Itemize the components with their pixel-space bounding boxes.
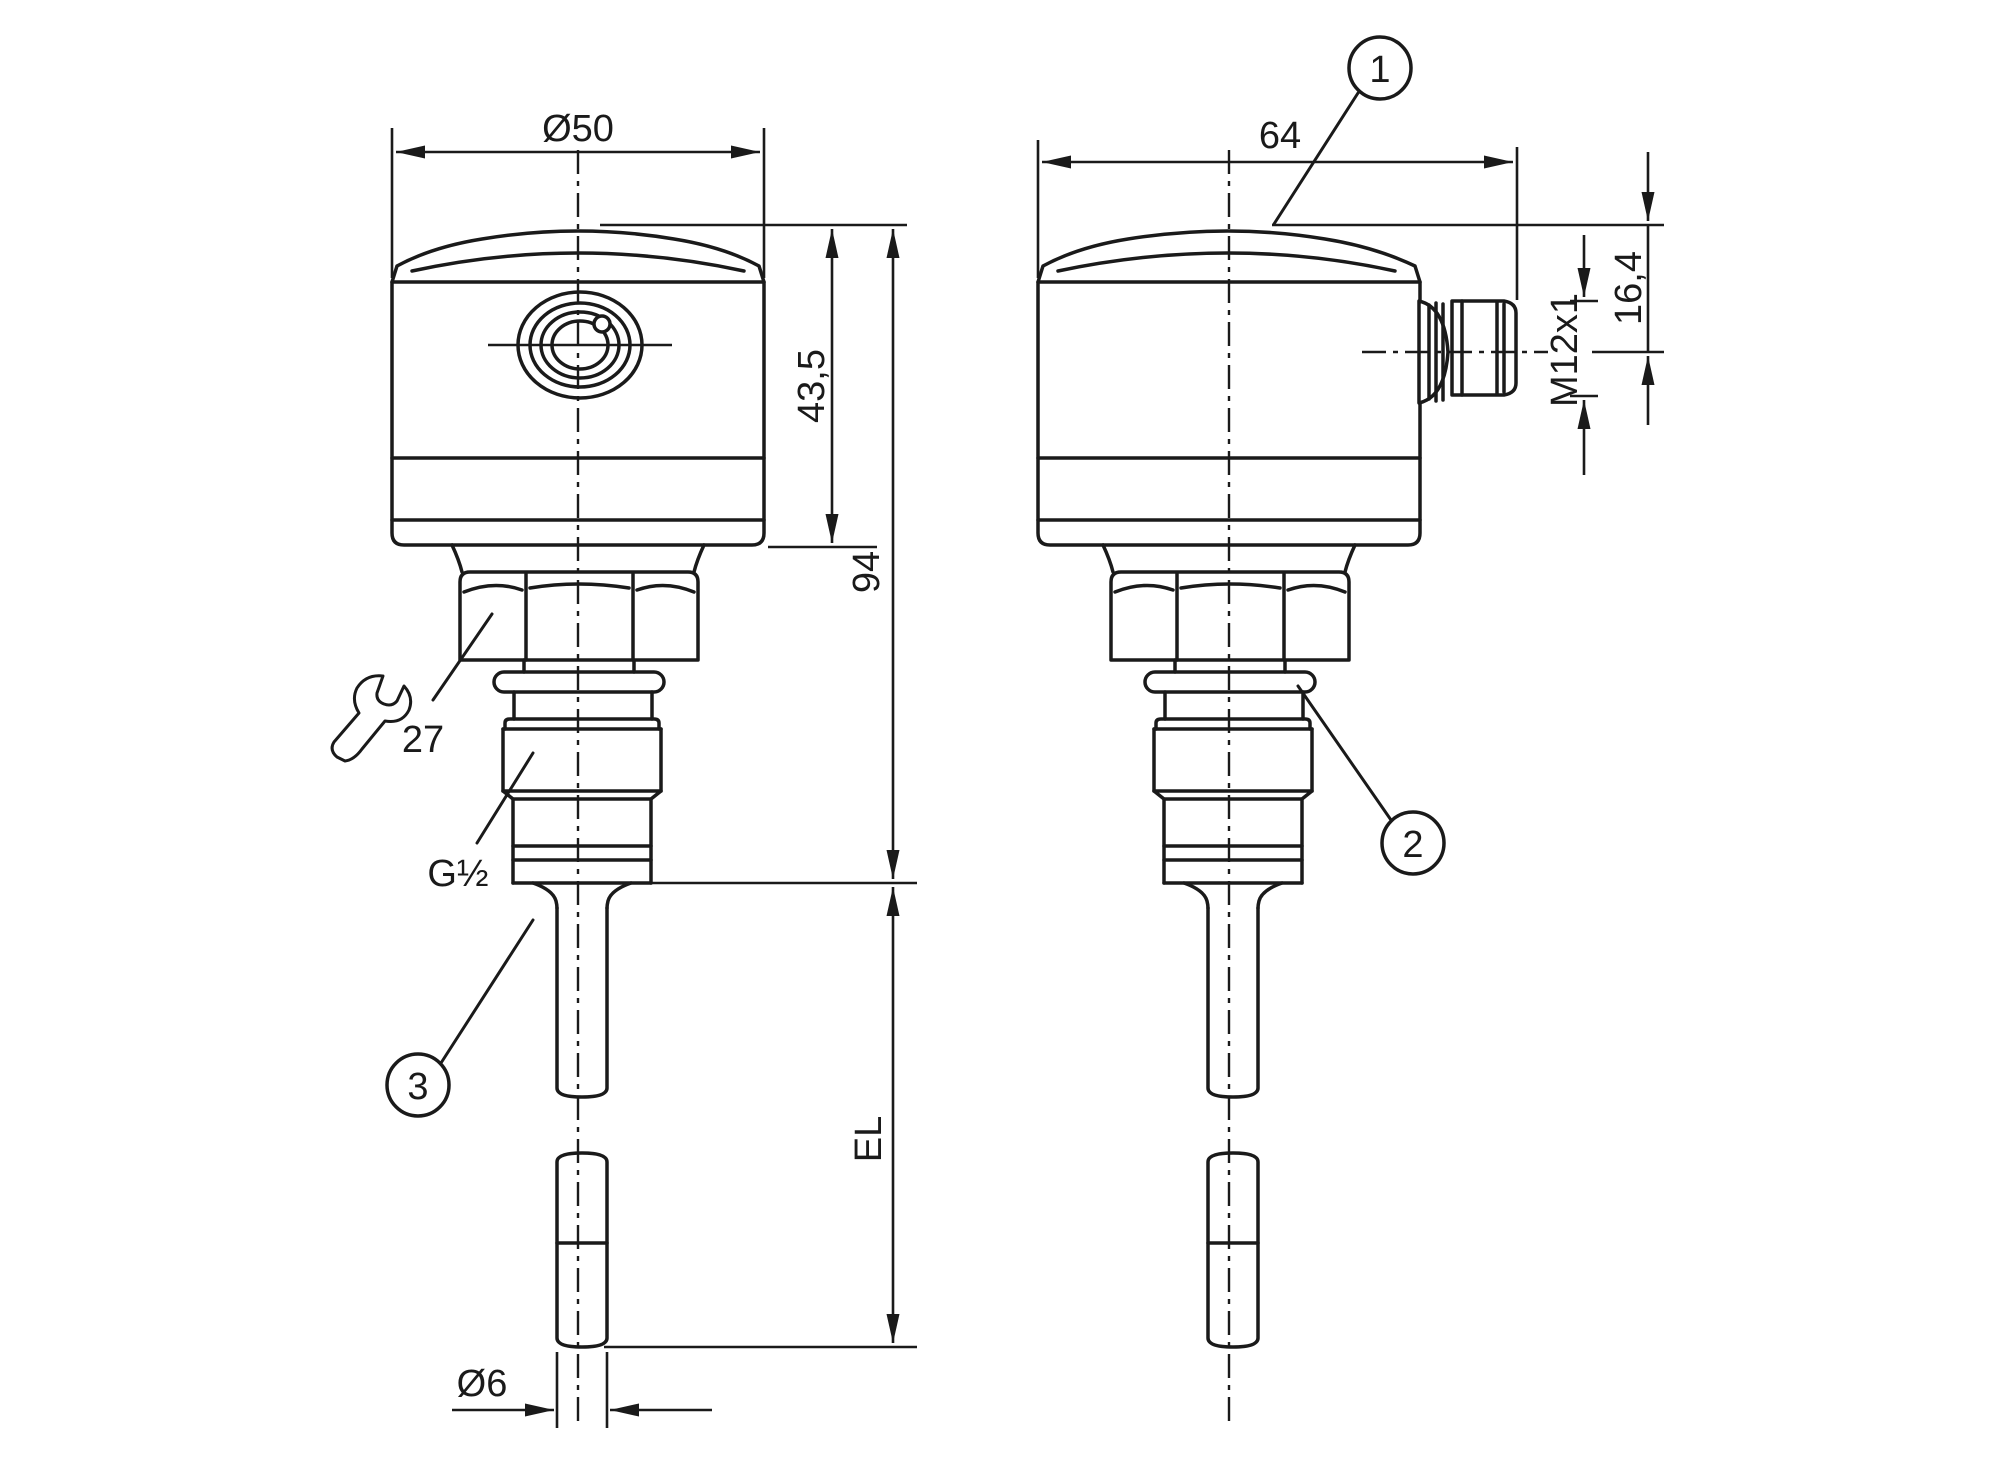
neck-right bbox=[692, 543, 706, 574]
probe-rod-lower-side bbox=[1206, 1151, 1260, 1349]
callout-3-number: 3 bbox=[407, 1066, 428, 1108]
connector-offset-label: 16,4 bbox=[1608, 251, 1650, 325]
process-thread-section bbox=[501, 727, 663, 793]
upper-collar-side bbox=[1163, 690, 1305, 721]
head-height-label: 43,5 bbox=[791, 349, 833, 423]
dimension-insertion-length: 94 bbox=[650, 229, 917, 885]
upper-collar bbox=[512, 690, 654, 721]
neck-right-side bbox=[1343, 543, 1357, 574]
housing-dome-inner-side bbox=[1056, 251, 1397, 273]
side-view bbox=[1036, 150, 1548, 1428]
pushbutton bbox=[488, 290, 672, 400]
lower-cylinder bbox=[511, 797, 653, 885]
wrench-size-note: 27 bbox=[330, 612, 494, 763]
funnel-left-side bbox=[1182, 881, 1210, 910]
dimension-connector-thread: M12x1 bbox=[1544, 235, 1598, 475]
callout-3: 3 bbox=[385, 918, 535, 1118]
probe-rod-upper bbox=[555, 906, 609, 1099]
hex-nut bbox=[458, 570, 700, 662]
neck-left bbox=[450, 543, 464, 574]
neck-left-side bbox=[1101, 543, 1115, 574]
callout-2: 2 bbox=[1296, 684, 1446, 876]
housing-dome-inner bbox=[410, 251, 746, 273]
housing-dome-side bbox=[1036, 229, 1422, 284]
funnel-left bbox=[531, 881, 559, 910]
hex-nut-side bbox=[1109, 570, 1351, 662]
dimension-head-height: 43,5 bbox=[600, 223, 907, 549]
lower-cylinder-side bbox=[1162, 797, 1304, 885]
head-diameter-label: Ø50 bbox=[542, 108, 614, 150]
wrench-icon bbox=[330, 674, 413, 763]
dimension-rod-diameter: Ø6 bbox=[452, 1352, 712, 1428]
insertion-length-label: 94 bbox=[846, 551, 888, 593]
process-thread-section-side bbox=[1152, 727, 1314, 793]
connector-thread-label: M12x1 bbox=[1544, 293, 1586, 407]
m12-connector bbox=[1362, 299, 1548, 405]
sealing-ring bbox=[492, 670, 666, 694]
funnel-right bbox=[605, 881, 633, 910]
dimension-probe-length: EL bbox=[604, 887, 917, 1349]
callout-1: 1 bbox=[1272, 35, 1413, 226]
wrench-size-label: 27 bbox=[402, 719, 444, 761]
dimension-connector-offset: 16,4 bbox=[1272, 152, 1664, 425]
front-view bbox=[390, 150, 766, 1428]
dimension-head-diameter: Ø50 bbox=[390, 108, 766, 278]
housing-body bbox=[390, 280, 766, 547]
funnel-right-side bbox=[1256, 881, 1284, 910]
thread-chamfer-side bbox=[1152, 789, 1314, 801]
dimension-overall-width: 64 bbox=[1036, 115, 1519, 300]
probe-length-label: EL bbox=[848, 1116, 890, 1162]
callout-1-number: 1 bbox=[1369, 49, 1390, 91]
overall-width-label: 64 bbox=[1259, 115, 1301, 157]
dimension-process-thread: G½ bbox=[427, 751, 535, 895]
housing-body-side bbox=[1036, 280, 1422, 547]
probe-rod-lower bbox=[555, 1151, 609, 1349]
thread-chamfer bbox=[501, 789, 663, 801]
process-thread-label: G½ bbox=[427, 853, 488, 895]
thread-lip-side bbox=[1154, 717, 1312, 731]
pushbutton-notch bbox=[592, 314, 612, 334]
rod-diameter-label: Ø6 bbox=[457, 1363, 508, 1405]
thread-lip bbox=[503, 717, 661, 731]
housing-dome bbox=[390, 229, 766, 284]
sealing-ring-side bbox=[1143, 670, 1317, 694]
callout-2-number: 2 bbox=[1402, 824, 1423, 866]
probe-rod-upper-side bbox=[1206, 906, 1260, 1099]
connector-nut bbox=[1450, 299, 1518, 397]
